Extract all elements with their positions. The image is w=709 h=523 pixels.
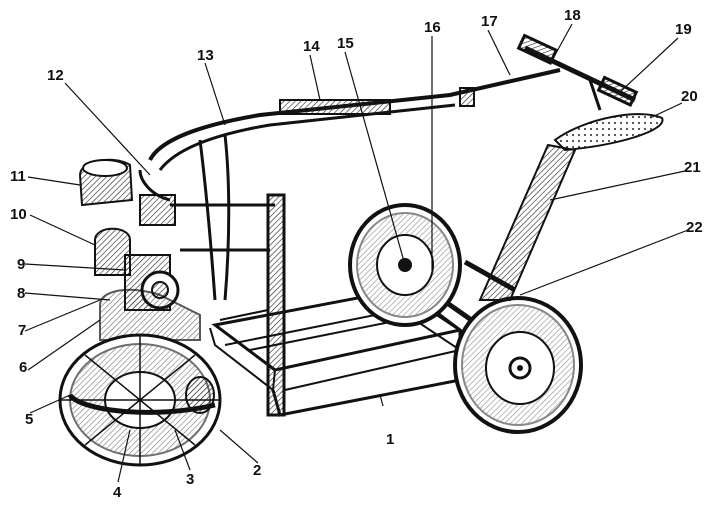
callout-18: 18: [564, 7, 581, 24]
callout-16: 16: [424, 19, 441, 36]
callout-3: 3: [186, 471, 195, 488]
callout-5: 5: [25, 411, 34, 428]
callout-20: 20: [681, 88, 698, 105]
seat-post: [463, 143, 577, 301]
callout-6: 6: [19, 359, 28, 376]
callout-19: 19: [675, 21, 692, 38]
callout-2: 2: [253, 462, 262, 479]
callout-17: 17: [481, 13, 498, 30]
seat: [553, 113, 664, 152]
leader-lines: [24, 23, 689, 483]
callout-4: 4: [113, 484, 122, 501]
callout-1: 1: [386, 431, 395, 448]
callout-10: 10: [10, 206, 27, 223]
callout-9: 9: [17, 256, 26, 273]
handlebar: [516, 33, 639, 111]
rear-wheel-front: [453, 296, 583, 434]
callout-8: 8: [17, 285, 26, 302]
callout-12: 12: [47, 67, 64, 84]
callout-7: 7: [18, 322, 27, 339]
callout-22: 22: [686, 219, 703, 236]
drive-wheel: [58, 333, 222, 467]
callout-13: 13: [197, 47, 214, 64]
callout-14: 14: [303, 38, 320, 55]
callout-11: 11: [10, 168, 26, 185]
callout-21: 21: [684, 159, 701, 176]
steering-beam: [138, 68, 561, 301]
callout-15: 15: [337, 35, 354, 52]
engine: [78, 158, 201, 341]
